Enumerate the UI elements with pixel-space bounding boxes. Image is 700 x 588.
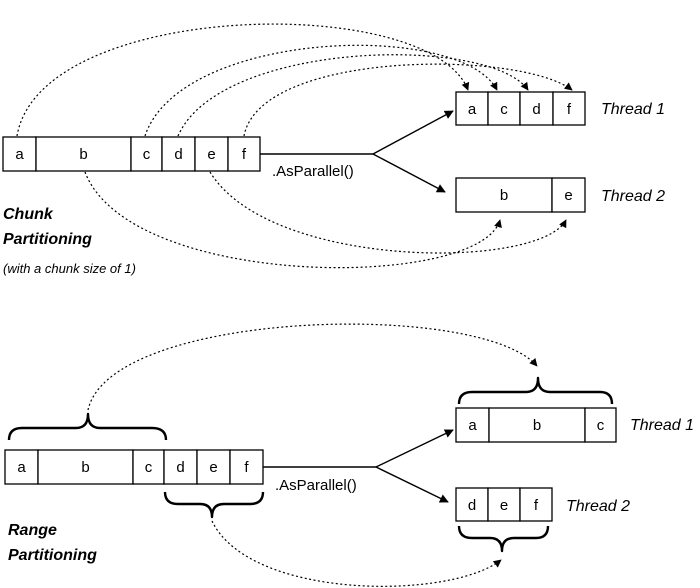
range-source-cell-e xyxy=(196,449,231,485)
range-arc-abc xyxy=(87,323,538,411)
range-thread1-cell-a xyxy=(455,407,490,443)
chunk-arrow-thread1 xyxy=(372,110,454,155)
range-thread2-item: d xyxy=(468,497,476,514)
chunk-arc-b xyxy=(84,171,502,269)
chunk-arc-a xyxy=(16,23,470,137)
chunk-source-row: a b c d e f xyxy=(2,136,261,172)
chunk-thread1-item: f xyxy=(567,101,572,118)
chunk-thread1-cell-c xyxy=(487,91,521,126)
chunk-note: (with a chunk size of 1) xyxy=(3,261,136,276)
chunk-thread2-item: b xyxy=(500,187,508,204)
range-brace-left xyxy=(7,412,168,441)
chunk-source-label: c xyxy=(143,146,151,163)
range-source-label: e xyxy=(209,459,217,476)
range-source-cell-b xyxy=(37,449,134,485)
range-source-label: b xyxy=(81,459,89,476)
chunk-title-line2: Partitioning xyxy=(3,231,92,248)
chunk-thread2-item: e xyxy=(564,187,572,204)
chunk-source-label: a xyxy=(15,146,24,163)
range-section: a b c d e f .AsParallel() a b c Thread 1 xyxy=(4,323,694,587)
chunk-arc-e xyxy=(209,171,567,254)
chunk-thread1-item: a xyxy=(468,101,477,118)
range-brace-bottom xyxy=(163,491,265,519)
chunk-source-cell-c xyxy=(130,136,163,172)
chunk-source-cell-f xyxy=(227,136,261,172)
range-thread1-item: c xyxy=(597,417,605,434)
range-method-label: .AsParallel() xyxy=(275,477,357,494)
range-source-row: a b c d e f xyxy=(4,449,264,485)
chunk-thread1-label: Thread 1 xyxy=(601,101,665,118)
range-source-cell-d xyxy=(163,449,198,485)
chunk-thread1-cell-d xyxy=(519,91,554,126)
range-thread2-item: e xyxy=(500,497,508,514)
range-source-cell-a xyxy=(4,449,39,485)
range-source-label: c xyxy=(145,459,153,476)
chunk-section: a b c d e f .AsParallel() a c d f xyxy=(2,23,665,276)
range-thread1-row: a b c xyxy=(455,407,617,443)
range-arrow-thread2 xyxy=(375,466,449,503)
range-source-label: f xyxy=(244,459,249,476)
chunk-arrow-thread2 xyxy=(372,153,446,193)
range-source-cell-c xyxy=(132,449,165,485)
range-source-label: d xyxy=(176,459,184,476)
chunk-source-label: f xyxy=(242,146,247,163)
chunk-thread1-cell-a xyxy=(455,91,489,126)
range-source-cell-f xyxy=(229,449,264,485)
range-source-label: a xyxy=(17,459,26,476)
range-thread2-item: f xyxy=(534,497,539,514)
chunk-thread1-item: c xyxy=(500,101,508,118)
range-thread2-cell-e xyxy=(487,487,521,522)
range-arrow-thread1 xyxy=(375,429,454,468)
chunk-thread1-row: a c d f xyxy=(455,91,586,126)
chunk-thread1-item: d xyxy=(532,101,540,118)
chunk-method-label: .AsParallel() xyxy=(272,163,354,180)
chunk-thread2-row: b e xyxy=(455,177,586,213)
range-title-line1: Range xyxy=(8,522,57,539)
chunk-thread1-cell-f xyxy=(552,91,586,126)
range-thread2-cell-d xyxy=(455,487,489,522)
range-thread2-cell-f xyxy=(519,487,553,522)
chunk-source-label: e xyxy=(207,146,215,163)
range-thread1-label: Thread 1 xyxy=(630,417,694,434)
chunk-source-cell-d xyxy=(161,136,196,172)
chunk-thread2-cell-e xyxy=(551,177,586,213)
chunk-source-label: b xyxy=(79,146,87,163)
range-thread1-cell-b xyxy=(488,407,586,443)
range-thread2-row: d e f xyxy=(455,487,553,522)
chunk-arc-d xyxy=(177,54,529,137)
chunk-thread2-label: Thread 2 xyxy=(601,188,665,205)
chunk-source-label: d xyxy=(174,146,182,163)
range-arc-def xyxy=(211,520,502,587)
range-brace-thread1 xyxy=(457,376,614,405)
range-title-line2: Partitioning xyxy=(8,547,97,564)
range-brace-thread2 xyxy=(457,525,550,553)
chunk-source-cell-b xyxy=(35,136,132,172)
range-thread1-item: a xyxy=(468,417,477,434)
chunk-title-line1: Chunk xyxy=(3,206,54,223)
chunk-arc-c xyxy=(144,44,498,137)
chunk-arc-f xyxy=(243,63,573,137)
range-thread1-cell-c xyxy=(584,407,617,443)
range-thread1-item: b xyxy=(533,417,541,434)
range-thread2-label: Thread 2 xyxy=(566,498,630,515)
